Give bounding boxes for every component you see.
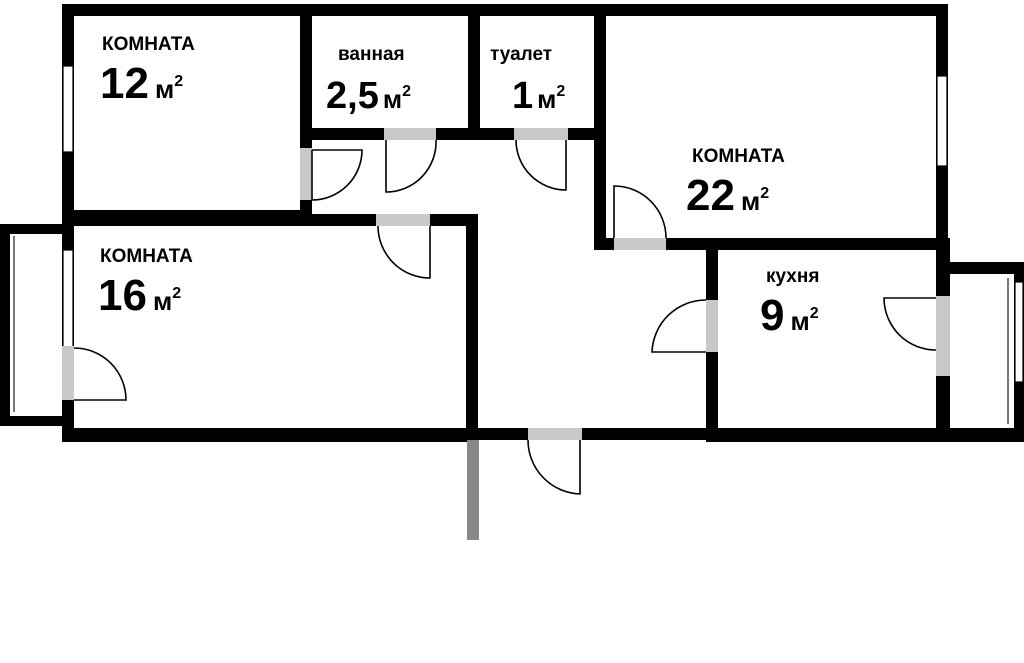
wall-room22-bottom	[594, 238, 948, 250]
opening-toilet	[514, 128, 568, 140]
door-swing-balcony-right	[883, 297, 937, 351]
window-balcony-right	[1014, 281, 1024, 383]
window-room16	[62, 249, 74, 351]
wall-top-left	[62, 4, 600, 16]
room22-name: КОМНАТА	[692, 146, 785, 167]
wall-bottom-left	[62, 428, 478, 442]
door-swing-bath	[385, 139, 437, 193]
door-swing-balcony-left	[73, 347, 127, 401]
door-swing-room12	[311, 149, 363, 201]
wall-room16-top	[62, 214, 478, 226]
window-room12	[62, 65, 74, 153]
door-swing-room16	[377, 225, 431, 279]
opening-room16	[376, 214, 430, 226]
opening-balcony-right	[936, 296, 950, 376]
window-room22	[936, 75, 948, 167]
wall-room16-right	[466, 214, 478, 440]
wall-top-right	[596, 4, 948, 16]
wall-balcony-top	[936, 262, 1024, 274]
wall-left-balcony-top	[0, 224, 72, 234]
door-openings	[62, 128, 950, 440]
door-swing-toilet	[515, 139, 567, 191]
room12-name: КОМНАТА	[102, 34, 195, 55]
wall-left-balcony-bottom	[0, 416, 72, 426]
door-swing-entrance	[527, 439, 581, 495]
entrance-post	[467, 440, 479, 540]
walls	[0, 4, 1024, 442]
kitchen-name: кухня	[766, 266, 819, 287]
opening-room22	[614, 238, 666, 250]
door-swing-kitchen	[651, 299, 707, 353]
wall-left-balcony-left	[0, 224, 10, 424]
opening-balcony-left	[62, 346, 74, 400]
wall-bottom-corridor	[470, 428, 720, 440]
door-swing-room22	[613, 185, 667, 239]
toilet-name: туалет	[490, 44, 552, 65]
door-swings	[73, 139, 937, 495]
bath-name: ванная	[338, 44, 405, 65]
wall-room22-left	[594, 4, 606, 250]
wall-bottom-right	[712, 428, 1024, 442]
opening-kitchen	[706, 300, 718, 352]
opening-entrance	[528, 428, 582, 440]
wall-bath-toilet	[468, 4, 480, 138]
opening-room12	[300, 148, 312, 200]
room16-name: КОМНАТА	[100, 246, 193, 267]
opening-bath	[384, 128, 436, 140]
